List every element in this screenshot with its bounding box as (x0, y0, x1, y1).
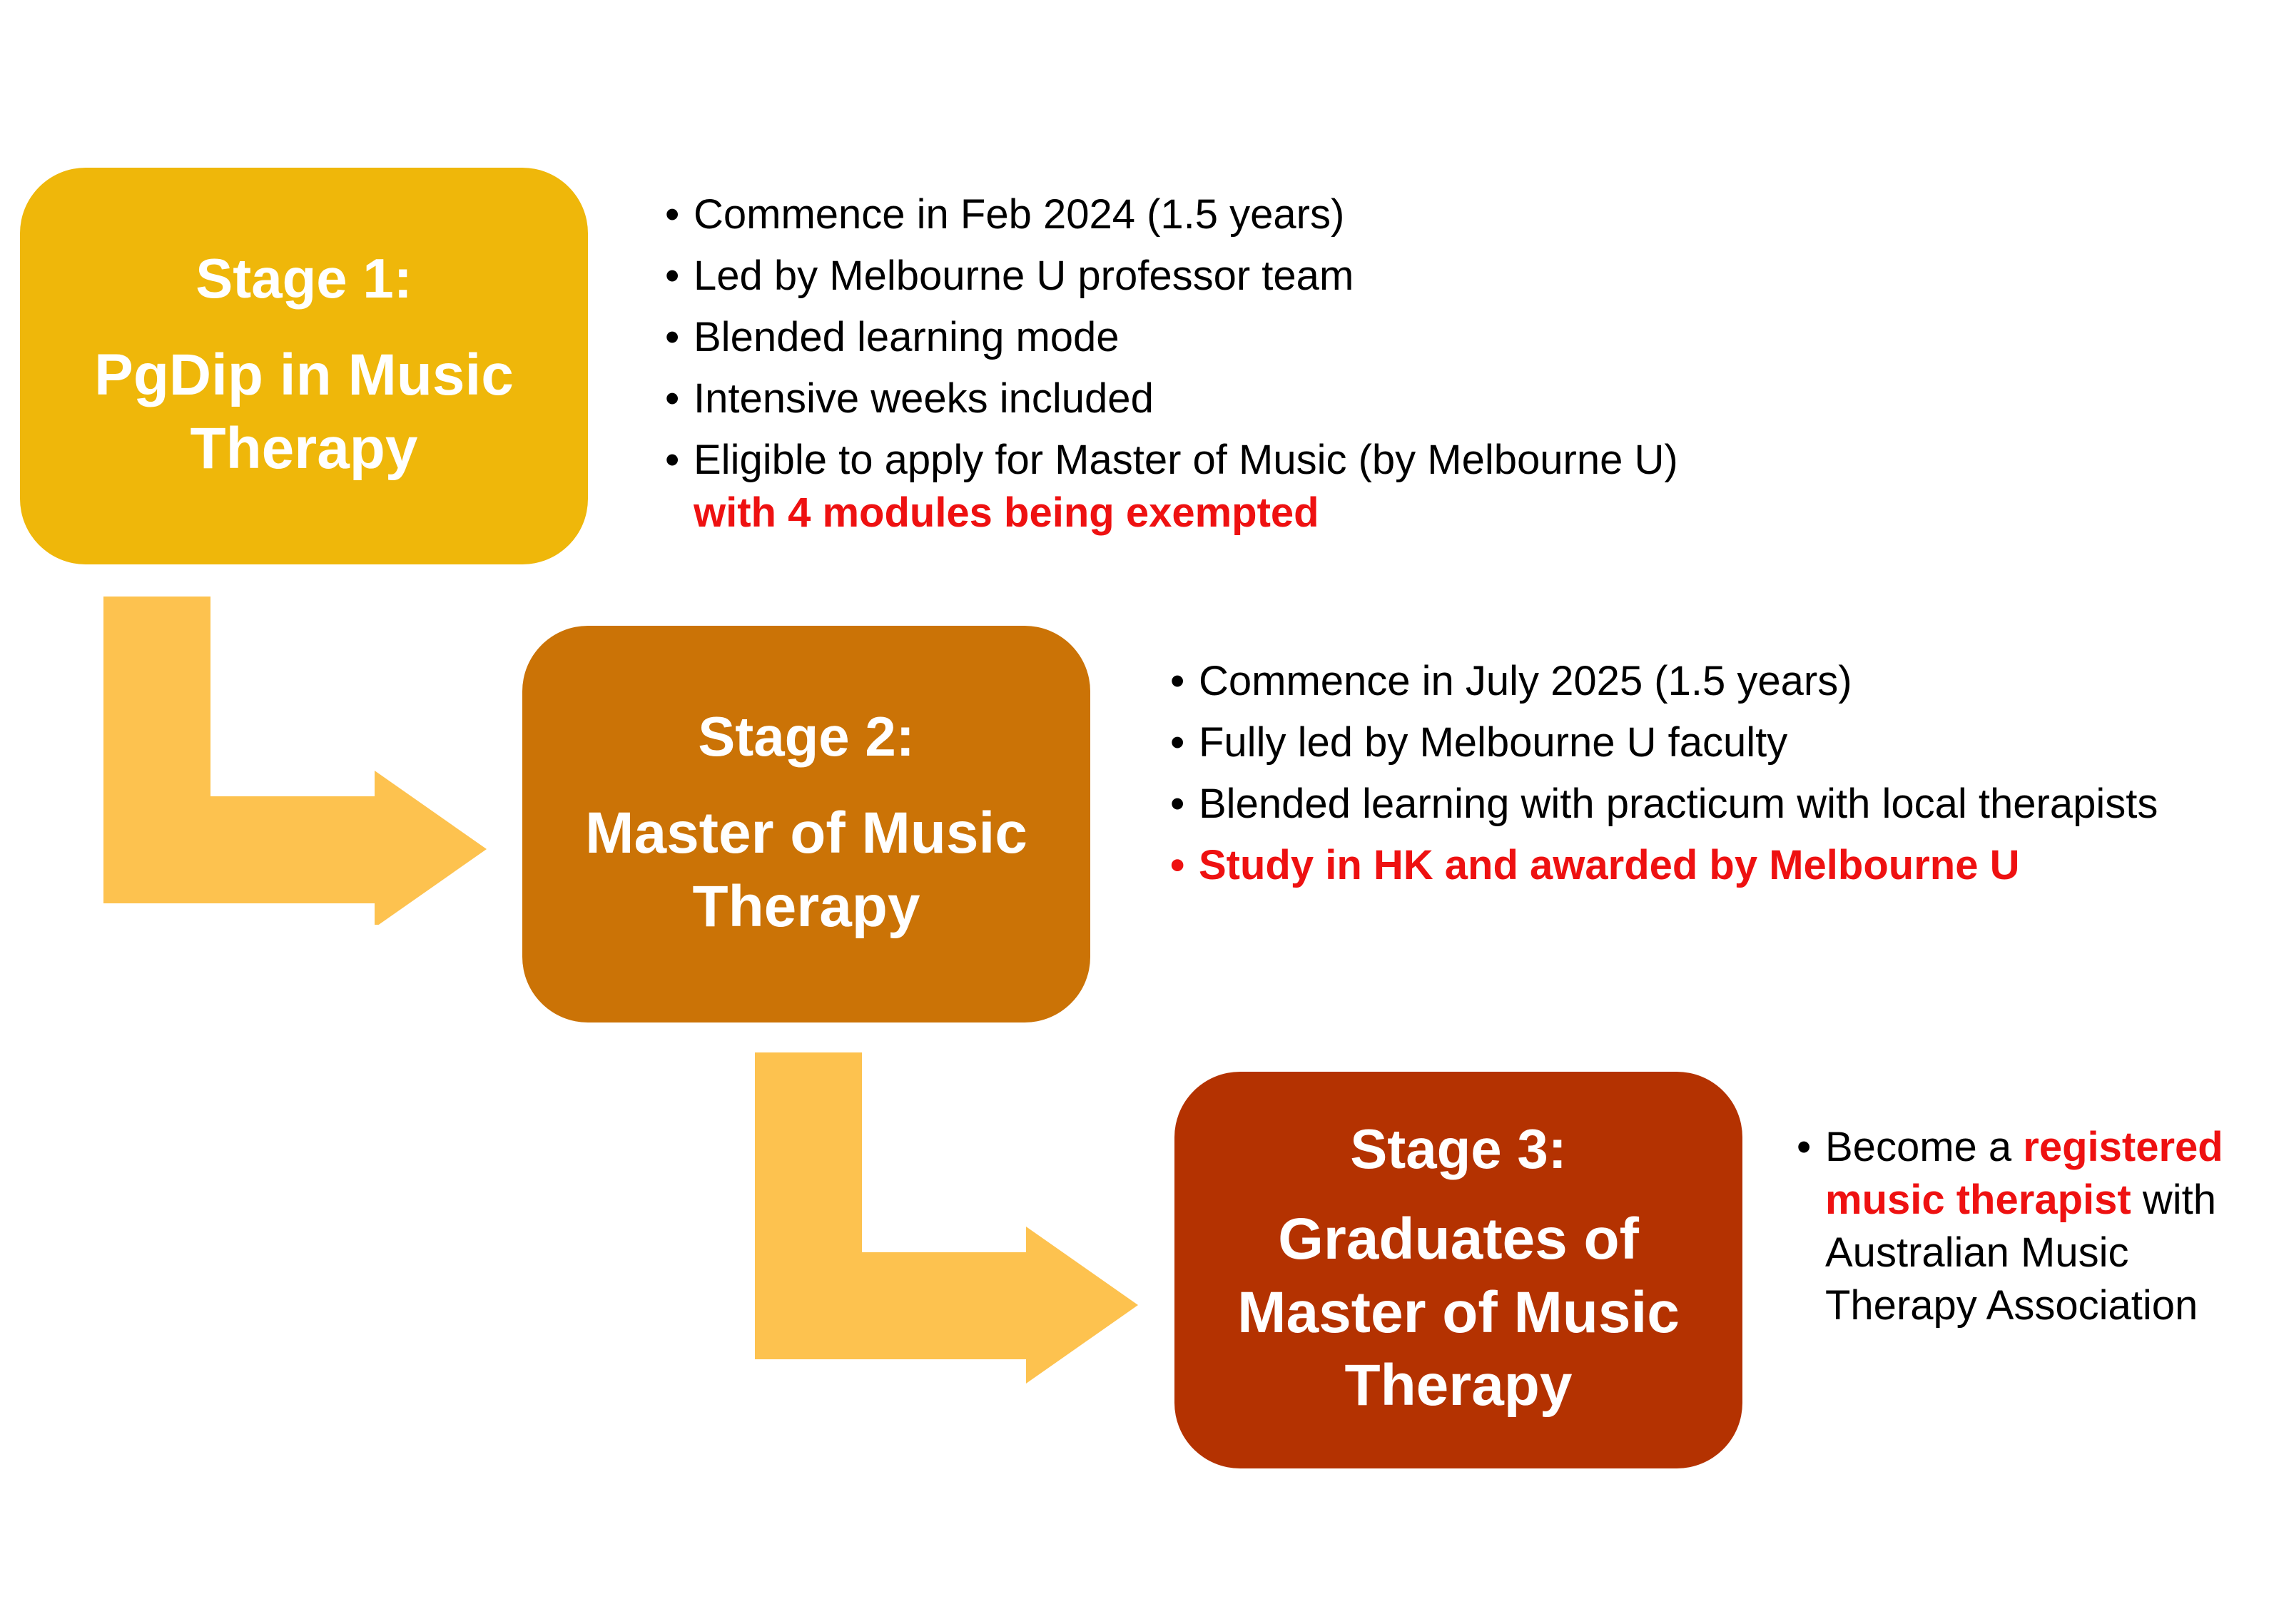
stage-1-bullet: •Eligible to apply for Master of Music (… (665, 434, 1750, 539)
bullet-icon: • (665, 375, 680, 422)
stage-1-bullet: •Led by Melbourne U professor team (665, 250, 1750, 303)
stage-3-bullet: •Become a registered music therapist wit… (1797, 1121, 2253, 1332)
exemption-highlight: with 4 modules being exempted (694, 489, 1319, 536)
bullet-icon: • (665, 253, 680, 299)
stage-3-name: Graduates of Master of Music Therapy (1237, 1207, 1680, 1419)
stage-1-bullet: •Intensive weeks included (665, 372, 1750, 425)
bullet-icon: • (1170, 719, 1185, 766)
stage-1-heading: Stage 1: (196, 246, 412, 310)
bullet-icon: • (665, 437, 680, 483)
bullet-icon: • (1797, 1124, 1812, 1170)
bullet-icon: • (665, 314, 680, 360)
bullet-icon: • (1170, 842, 1185, 888)
bullet-icon: • (1170, 658, 1185, 704)
stage-1-name: PgDip in Music Therapy (94, 342, 514, 481)
stage-1-bullet: •Commence in Feb 2024 (1.5 years) (665, 188, 1750, 241)
stage-3-bullet-list: •Become a registered music therapist wit… (1797, 1121, 2253, 1341)
stage-2-bullet: •Fully led by Melbourne U faculty (1170, 716, 2169, 769)
stage-2-bullet: •Commence in July 2025 (1.5 years) (1170, 655, 2169, 708)
stage-1-box: Stage 1: PgDip in Music Therapy (20, 168, 588, 564)
stage-2-heading: Stage 2: (698, 704, 915, 768)
bullet-icon: • (665, 191, 680, 238)
stage-2-bullet-emphasis: •Study in HK and awarded by Melbourne U (1170, 839, 2169, 892)
stage-2-to-3-arrow-icon (755, 1052, 1138, 1384)
stage-2-name: Master of Music Therapy (585, 801, 1027, 939)
stage-1-bullet: •Blended learning mode (665, 311, 1750, 364)
stage-2-bullet: •Blended learning with practicum with lo… (1170, 778, 2169, 831)
stage-2-box: Stage 2: Master of Music Therapy (522, 626, 1090, 1022)
bullet-icon: • (1170, 781, 1185, 827)
stage-3-heading: Stage 3: (1350, 1117, 1567, 1181)
stage-2-bullet-list: •Commence in July 2025 (1.5 years) •Full… (1170, 655, 2169, 900)
registration-highlight: registered music therapist (1825, 1124, 2223, 1223)
stage-3-box: Stage 3: Graduates of Master of Music Th… (1174, 1072, 1742, 1468)
stage-1-to-2-arrow-icon (103, 597, 487, 925)
stage-1-bullet-list: •Commence in Feb 2024 (1.5 years) •Led b… (665, 188, 1750, 548)
